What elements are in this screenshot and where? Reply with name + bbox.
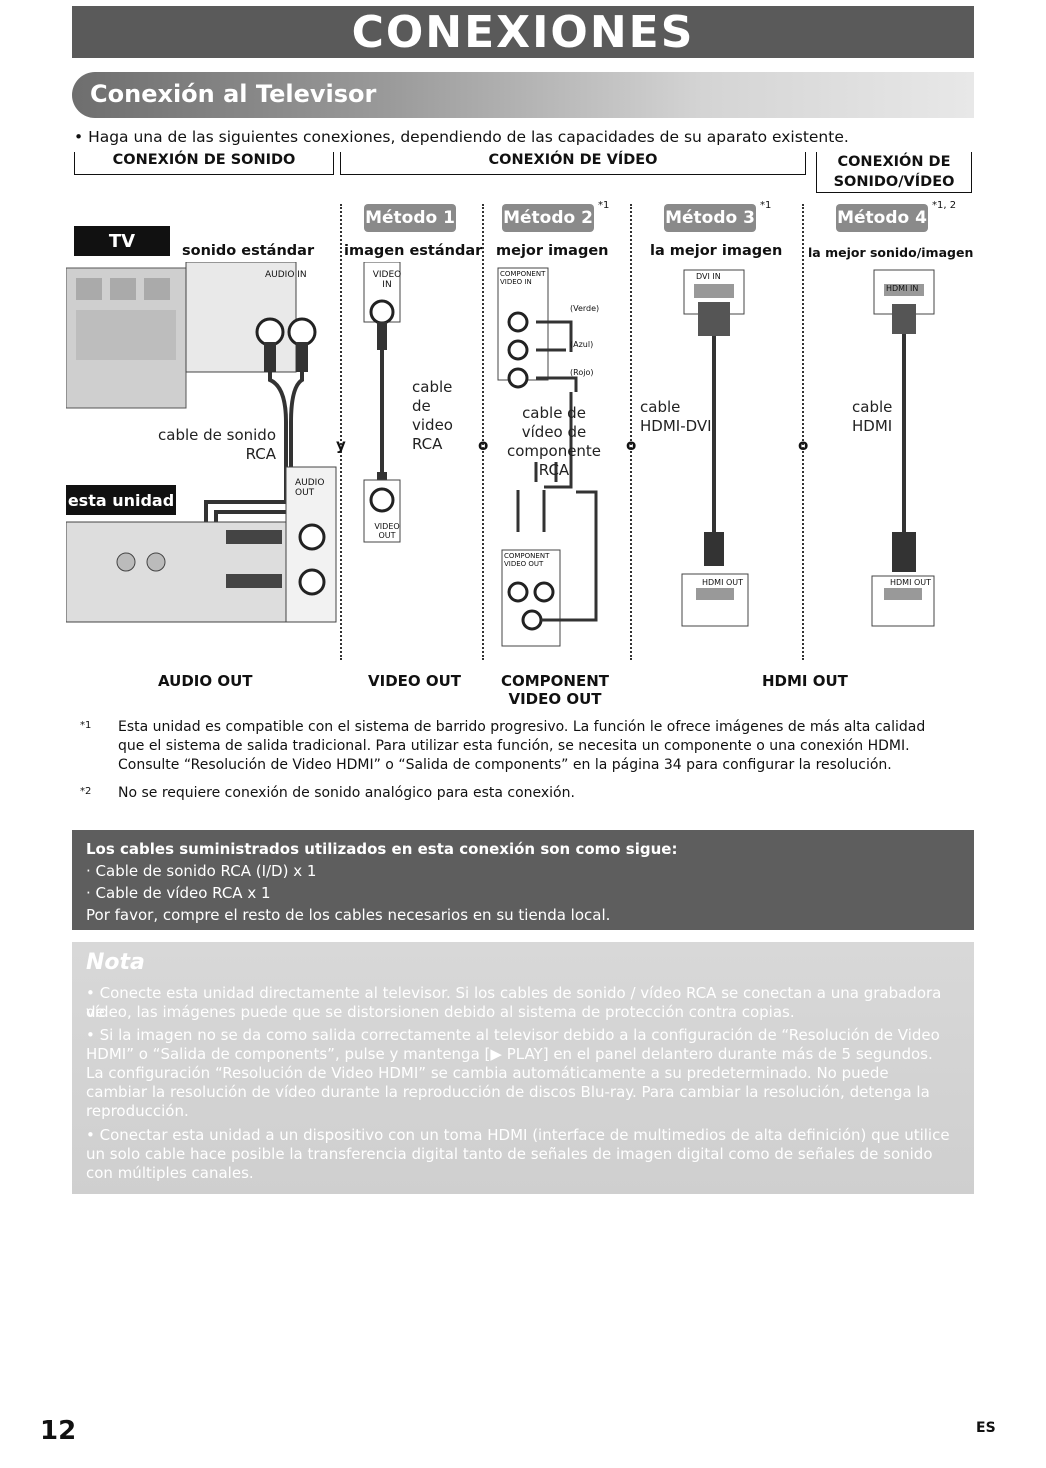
method-4-badge: Método 4	[836, 204, 928, 232]
intro-text: • Haga una de las siguientes conexiones,…	[74, 128, 849, 146]
jack-component-out: COMPONENT VIDEO OUT	[504, 552, 550, 568]
supplied-heading: Los cables suministrados utilizados en e…	[86, 840, 678, 858]
bottom-hdmi-out: HDMI OUT	[762, 672, 848, 690]
page-title-bar: CONEXIONES	[72, 6, 974, 58]
note-box: Nota • Conecte esta unidad directamente …	[72, 942, 974, 1194]
cable-hdmi-line2: HDMI	[852, 417, 893, 435]
note-line-7: reproducción.	[86, 1102, 189, 1120]
subtitle-method-4: la mejor sonido/imagen	[808, 245, 974, 260]
jack-video-in: VIDEO IN	[372, 270, 402, 290]
note-line-8: • Conectar esta unidad a un dispositivo …	[86, 1126, 950, 1144]
method-2-mark: *1	[598, 200, 610, 211]
cable-video-line4: RCA	[412, 435, 443, 453]
bottom-component-line2: VIDEO OUT	[508, 690, 602, 708]
jack-video-out: VIDEO OUT	[374, 522, 400, 540]
note-line-1: • Conecte esta unidad directamente al te…	[86, 984, 942, 1021]
jack-hdmi-out-m3: HDMI OUT	[702, 578, 744, 587]
note-line-6: cambiar la resolución de vídeo durante l…	[86, 1083, 930, 1101]
note-line-3: • Si la imagen no se da como salida corr…	[86, 1026, 940, 1044]
cable-hdmi-line1: cable	[852, 398, 893, 416]
method-3-mark: *1	[760, 200, 772, 211]
subtitle-method-2: mejor imagen	[496, 243, 609, 259]
supplied-footer: Por favor, compre el resto de los cables…	[86, 906, 611, 924]
cable-video-label: cable de video RCA	[412, 378, 453, 454]
tv-back-icon	[66, 262, 297, 409]
footnote-1-text: Esta unidad es compatible con el sistema…	[118, 718, 1018, 775]
footnote-1-line2: que el sistema de salida tradicional. Pa…	[118, 738, 910, 754]
method-1-badge: Método 1	[364, 204, 456, 232]
language-code: ES	[976, 1420, 996, 1436]
header-video: CONEXIÓN DE VÍDEO	[340, 152, 806, 175]
jack-component-in: COMPONENT VIDEO IN	[500, 270, 546, 286]
header-sound-video: CONEXIÓN DE SONIDO/VÍDEO	[816, 152, 972, 193]
divider-3	[630, 204, 632, 660]
page-number: 12	[40, 1416, 77, 1446]
jack-azul: (Azul)	[570, 340, 594, 349]
divider-1	[340, 204, 342, 660]
section-title: Conexión al Televisor	[90, 80, 377, 108]
divider-4	[802, 204, 804, 660]
connector-o-2: o	[626, 436, 637, 454]
subtitle-method-1: imagen estándar	[344, 243, 483, 259]
connection-diagram	[66, 262, 935, 647]
supplied-item-2: · Cable de vídeo RCA x 1	[86, 884, 271, 902]
method-4-mark: *1, 2	[932, 200, 957, 211]
jack-rojo: (Rojo)	[570, 368, 594, 377]
cable-video-line1: cable	[412, 378, 453, 396]
tv-label: TV	[74, 226, 170, 256]
bottom-component-line1: COMPONENT	[500, 672, 610, 690]
cable-dvi-line2: HDMI-DVI	[640, 417, 712, 435]
method-2-badge: Método 2	[502, 204, 594, 232]
unit-label: esta unidad	[66, 485, 176, 515]
section-title-bar: Conexión al Televisor	[72, 72, 974, 118]
jack-hdmi-out-m4: HDMI OUT	[890, 578, 932, 587]
footnote-1-line1: Esta unidad es compatible con el sistema…	[118, 719, 926, 735]
connector-o-3: o	[798, 436, 809, 454]
note-line-4: HDMI” o “Salida de components”, pulse y …	[86, 1045, 933, 1063]
jack-hdmi-in: HDMI IN	[886, 284, 919, 293]
jack-dvi-in: DVI IN	[696, 272, 721, 281]
connector-y: y	[336, 436, 346, 454]
header-sound: CONEXIÓN DE SONIDO	[74, 152, 334, 175]
footnote-2-mark: *2	[80, 786, 92, 797]
bottom-component: COMPONENT VIDEO OUT	[500, 672, 610, 708]
cable-component-line2: vídeo de	[521, 423, 587, 441]
bottom-video-out: VIDEO OUT	[368, 672, 462, 690]
subtitle-sound: sonido estándar	[182, 243, 315, 259]
cable-dvi-line1: cable	[640, 398, 681, 416]
note-title: Nota	[86, 950, 145, 975]
header-sound-video-line1: CONEXIÓN DE	[837, 154, 951, 170]
supplied-cables-box: Los cables suministrados utilizados en e…	[72, 830, 974, 930]
connector-o-1: o	[478, 436, 489, 454]
cable-component-line1: cable de	[522, 404, 586, 422]
note-line-2: vídeo, las imágenes puede que se distors…	[86, 1003, 795, 1021]
cable-component-line4: RCA	[538, 461, 570, 479]
cable-hdmi-label: cable HDMI	[852, 398, 892, 436]
cable-component-label: cable de vídeo de componente RCA	[506, 404, 602, 480]
note-line-10: con múltiples canales.	[86, 1164, 254, 1182]
subtitle-method-3: la mejor imagen	[650, 243, 783, 259]
method-3-badge: Método 3	[664, 204, 756, 232]
jack-audio-out: AUDIO OUT	[295, 478, 325, 498]
note-line-9: un solo cable hace posible la transferen…	[86, 1145, 933, 1163]
supplied-item-1: · Cable de sonido RCA (I/D) x 1	[86, 862, 317, 880]
jack-audio-in: AUDIO IN	[265, 270, 307, 280]
header-sound-video-line2: SONIDO/VÍDEO	[833, 174, 955, 190]
jack-verde: (Verde)	[570, 304, 600, 313]
cable-video-line3: video	[412, 416, 453, 434]
bottom-audio-out: AUDIO OUT	[158, 672, 253, 690]
note-line-5: La configuración “Resolución de Video HD…	[86, 1064, 889, 1082]
cable-audio-label: cable de sonido RCA	[158, 426, 276, 464]
footnote-2-line1: No se requiere conexión de sonido analóg…	[118, 785, 575, 801]
cable-audio-line1: cable de sonido	[158, 426, 277, 444]
footnote-1-line3: Consulte “Resolución de Video HDMI” o “S…	[118, 757, 892, 773]
page-title: CONEXIONES	[351, 6, 695, 58]
divider-2	[482, 204, 484, 660]
footnote-1-mark: *1	[80, 720, 92, 731]
cable-audio-line2: RCA	[245, 445, 276, 463]
cable-video-line2: de	[412, 397, 431, 415]
unit-back-icon	[66, 466, 337, 623]
cable-component-line3: componente	[506, 442, 602, 460]
cable-dvi-label: cable HDMI-DVI	[640, 398, 712, 436]
